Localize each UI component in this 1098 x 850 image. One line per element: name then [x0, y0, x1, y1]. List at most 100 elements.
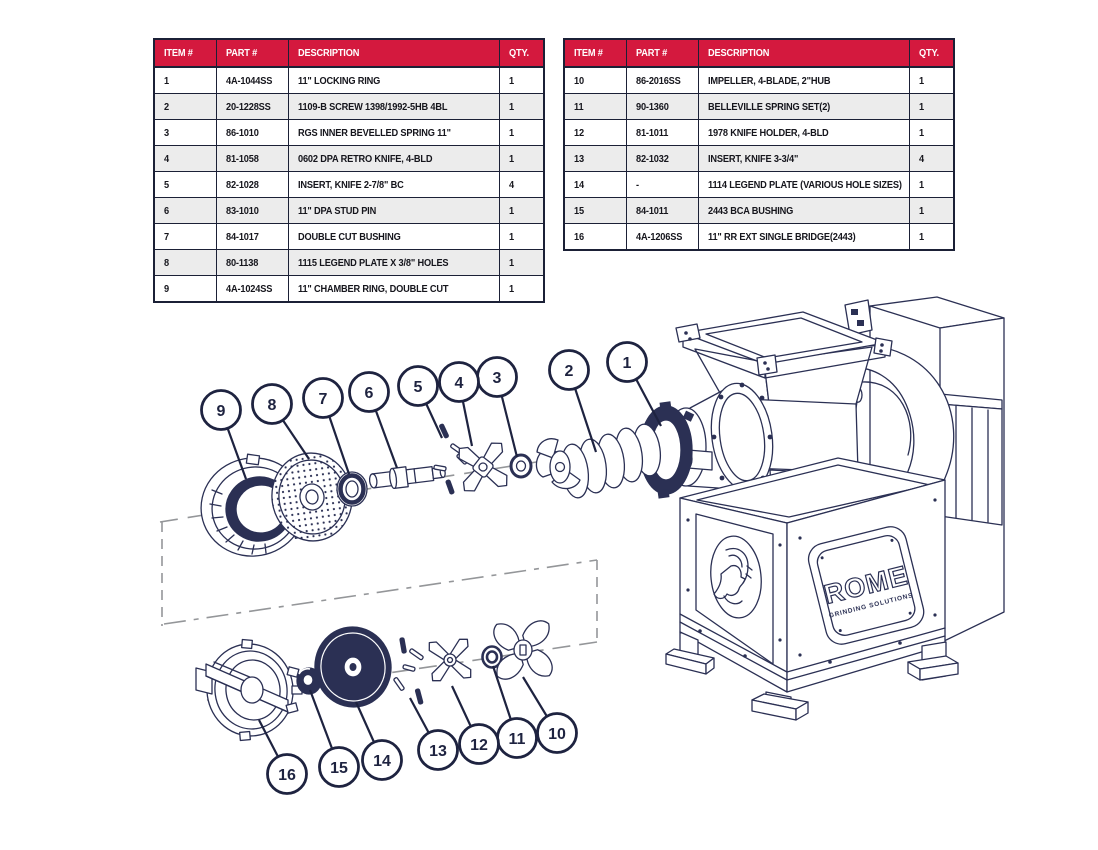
part-12-knife-holder — [428, 638, 472, 682]
table-cell: 12 — [563, 119, 627, 146]
table-cell: DOUBLE CUT BUSHING — [287, 223, 500, 250]
grinder-machine-illustration: ROME GRINDING SOLUTIONS — [637, 296, 1005, 721]
bolt — [857, 320, 864, 326]
table-cell: 11" CHAMBER RING, DOUBLE CUT — [287, 275, 500, 303]
table-cell: 4A-1206SS — [625, 223, 699, 251]
svg-text:5: 5 — [414, 379, 423, 396]
bolt — [851, 309, 858, 315]
table-cell: 2443 BCA BUSHING — [697, 197, 910, 224]
svg-text:13: 13 — [429, 743, 447, 760]
svg-text:2: 2 — [565, 363, 574, 380]
balloon-15: 15 — [308, 689, 360, 788]
column-header: DESCRIPTION — [697, 38, 910, 68]
table-cell: 10 — [563, 66, 627, 94]
table-cell: 1 — [908, 223, 955, 251]
table-cell: 1978 KNIFE HOLDER, 4-BLD — [697, 119, 910, 146]
svg-text:1: 1 — [623, 355, 632, 372]
part-10-impeller — [493, 620, 553, 680]
balloon-9: 9 — [200, 389, 248, 480]
balloon-7: 7 — [302, 377, 351, 475]
table-cell: 1 — [498, 223, 545, 250]
balloon-8: 8 — [251, 383, 310, 460]
table-cell: 8 — [153, 249, 217, 276]
svg-text:8: 8 — [268, 397, 277, 414]
balloon-2: 2 — [548, 349, 598, 453]
balloon-11: 11 — [491, 665, 538, 759]
svg-text:10: 10 — [548, 726, 566, 743]
table-cell: BELLEVILLE SPRING SET(2) — [697, 93, 910, 120]
table-cell: 1 — [498, 197, 545, 224]
column-header: QTY. — [498, 38, 545, 68]
part-2-auger-screw — [535, 423, 662, 499]
svg-text:15: 15 — [330, 760, 348, 777]
table-cell: 11" LOCKING RING — [287, 66, 500, 94]
table-cell: 1109-B SCREW 1398/1992-5HB 4BL — [287, 93, 500, 120]
part-16-single-bridge-ring — [195, 638, 303, 742]
lower-exploded-parts — [195, 620, 553, 742]
column-header: DESCRIPTION — [287, 38, 500, 68]
part-15-bca-bushing — [296, 667, 322, 695]
column-header: PART # — [625, 38, 699, 68]
table-cell: 1 — [498, 119, 545, 146]
svg-text:4: 4 — [455, 375, 464, 392]
callout-balloons: 1 2 3 4 5 6 7 — [200, 341, 662, 795]
logo-plate: ROME GRINDING SOLUTIONS — [807, 526, 925, 645]
svg-text:3: 3 — [493, 370, 502, 387]
table-cell: 11" DPA STUD PIN — [287, 197, 500, 224]
table-cell: 1114 LEGEND PLATE (VARIOUS HOLE SIZES) — [697, 171, 910, 198]
middle-diagonal-dashed-line — [163, 559, 598, 625]
part-5-knife-inserts — [433, 423, 468, 495]
table-cell: 90-1360 — [625, 93, 699, 120]
table-cell: 6 — [153, 197, 217, 224]
svg-text:12: 12 — [470, 737, 488, 754]
part-8-legend-plate — [271, 452, 353, 542]
svg-text:11: 11 — [509, 731, 526, 748]
balloon-16: 16 — [258, 719, 308, 795]
part-13-knife-inserts — [393, 637, 424, 705]
table-cell: 1 — [908, 171, 955, 198]
table-cell: 84-1011 — [625, 197, 699, 224]
table-cell: 80-1138 — [215, 249, 289, 276]
table-cell: 82-1028 — [215, 171, 289, 198]
table-cell: 1 — [908, 197, 955, 224]
table-cell: 16 — [563, 223, 627, 251]
table-cell: 1 — [498, 145, 545, 172]
table-cell: 1 — [498, 249, 545, 276]
balloon-1: 1 — [606, 341, 662, 427]
svg-text:9: 9 — [217, 403, 226, 420]
table-cell: 13 — [563, 145, 627, 172]
table-cell: 84-1017 — [215, 223, 289, 250]
table-cell: 11 — [563, 93, 627, 120]
balloon-6: 6 — [348, 371, 399, 469]
table-cell: - — [625, 171, 699, 198]
table-cell: 0602 DPA RETRO KNIFE, 4-BLD — [287, 145, 500, 172]
table-cell: 4 — [498, 171, 545, 198]
table-row: 14-1114 LEGEND PLATE (VARIOUS HOLE SIZES… — [563, 171, 955, 198]
table-cell: 1 — [498, 66, 545, 94]
column-header: PART # — [215, 38, 289, 68]
column-header: ITEM # — [153, 38, 217, 68]
part-7-double-cut-bushing — [336, 471, 368, 507]
table-cell: 1115 LEGEND PLATE X 3/8" HOLES — [287, 249, 500, 276]
table-cell: 4A-1024SS — [215, 275, 289, 303]
table-cell: 1 — [908, 119, 955, 146]
table-cell: INSERT, KNIFE 3-3/4" — [697, 145, 910, 172]
svg-text:7: 7 — [319, 391, 328, 408]
table-cell: 82-1032 — [625, 145, 699, 172]
